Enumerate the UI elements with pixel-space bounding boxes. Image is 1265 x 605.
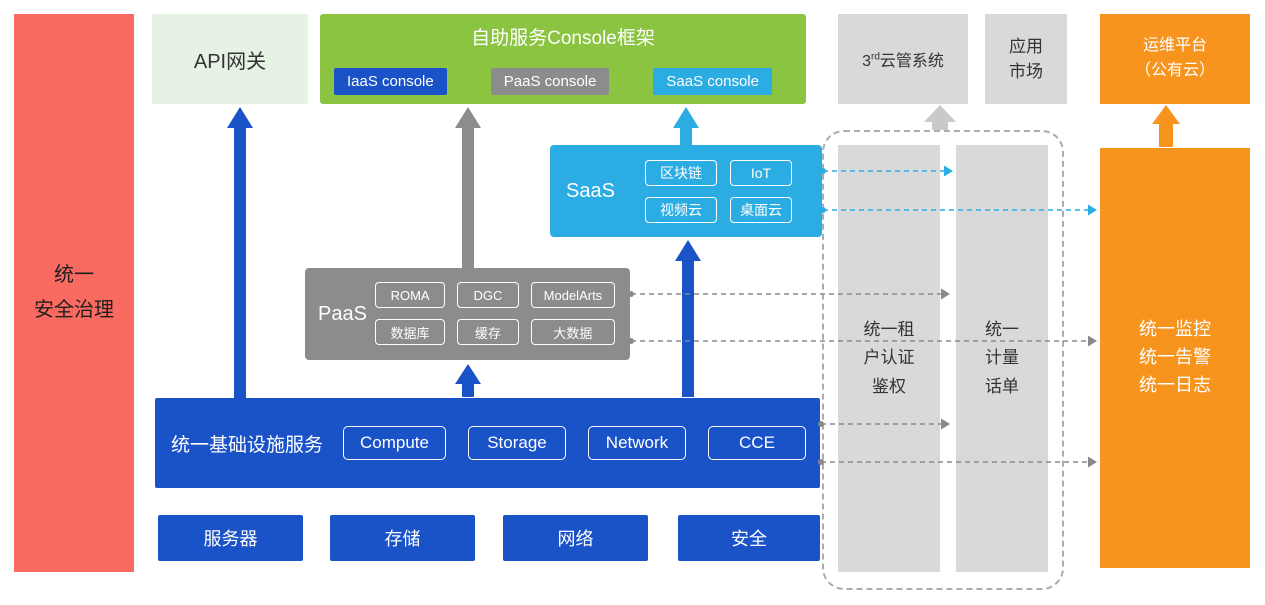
cloud-mgmt-number: 3 xyxy=(862,53,871,70)
saas-services: 区块链 IoT 视频云 桌面云 xyxy=(645,160,792,223)
paas-service-roma: ROMA xyxy=(375,282,446,308)
cloud-mgmt-text: 云管系统 xyxy=(879,53,944,70)
common-services-dashed-frame xyxy=(822,130,1064,590)
saas-service-blockchain: 区块链 xyxy=(645,160,717,186)
iaas-services: Compute Storage Network CCE xyxy=(343,398,806,488)
saas-layer-label: SaaS xyxy=(566,179,615,202)
om-platform-box: 运维平台 （公有云） xyxy=(1100,14,1250,104)
monitoring-bar: 统一监控 统一告警 统一日志 xyxy=(1100,148,1250,568)
paas-service-database: 数据库 xyxy=(375,319,446,345)
saas-service-iot: IoT xyxy=(730,160,792,186)
unified-security-governance-bar: 统一 安全治理 xyxy=(14,14,134,572)
paas-service-bigdata: 大数据 xyxy=(530,319,615,345)
hardware-security-box: 安全 xyxy=(678,515,820,561)
unified-security-governance-label: 统一 安全治理 xyxy=(34,264,114,321)
saas-console-button: SaaS console xyxy=(653,68,772,95)
third-party-cloud-mgmt-box: 3rd云管系统 xyxy=(838,14,968,104)
saas-service-video-cloud: 视频云 xyxy=(645,197,717,223)
metering-column: 统一 计量 话单 xyxy=(956,145,1048,572)
metering-label: 统一 计量 话单 xyxy=(985,320,1019,396)
paas-console-button: PaaS console xyxy=(490,68,610,95)
om-platform-label: 运维平台 （公有云） xyxy=(1134,37,1215,79)
iaas-layer-box: 统一基础设施服务 Compute Storage Network CCE xyxy=(155,398,820,488)
saas-layer-box: SaaS 区块链 IoT 视频云 桌面云 xyxy=(550,145,822,237)
cloud-mgmt-ordinal: rd xyxy=(870,51,880,63)
console-framework-title: 自助服务Console框架 xyxy=(471,28,655,49)
hardware-network-box: 网络 xyxy=(503,515,648,561)
tenant-auth-label: 统一租 户认证 鉴权 xyxy=(863,320,915,396)
arrow-to-cloud-mgmt xyxy=(924,105,956,130)
iaas-layer-label: 统一基础设施服务 xyxy=(171,434,324,456)
tenant-auth-column: 统一租 户认证 鉴权 xyxy=(838,145,940,572)
paas-services: ROMA DGC ModelArts 数据库 缓存 大数据 xyxy=(375,282,615,346)
monitoring-label: 统一监控 统一告警 统一日志 xyxy=(1139,319,1211,395)
arrow-saas-to-console xyxy=(673,107,699,146)
third-party-cloud-mgmt-label: 3rd云管系统 xyxy=(862,47,944,71)
api-gateway-label: API网关 xyxy=(193,50,267,73)
hardware-server-box: 服务器 xyxy=(158,515,303,561)
iaas-service-cce: CCE xyxy=(707,426,806,460)
paas-layer-box: PaaS ROMA DGC ModelArts 数据库 缓存 大数据 xyxy=(305,268,630,360)
api-gateway-box: API网关 xyxy=(152,14,308,104)
arrow-iaas-to-paas xyxy=(455,364,481,397)
console-button-row: IaaS console PaaS console SaaS console xyxy=(334,68,772,95)
paas-layer-label: PaaS xyxy=(318,302,367,325)
arrow-to-om-platform xyxy=(1152,105,1180,147)
console-framework-box: 自助服务Console框架 IaaS console PaaS console … xyxy=(320,14,806,104)
app-market-label: 应用 市场 xyxy=(1009,36,1043,82)
arrow-iaas-to-api-gateway xyxy=(227,107,253,398)
paas-service-dgc: DGC xyxy=(457,282,519,308)
paas-service-cache: 缓存 xyxy=(457,319,519,345)
iaas-service-compute: Compute xyxy=(343,426,446,460)
paas-service-modelarts: ModelArts xyxy=(530,282,615,308)
app-market-box: 应用 市场 xyxy=(985,14,1067,104)
hardware-storage-box: 存储 xyxy=(330,515,475,561)
arrow-paas-to-console xyxy=(455,107,481,268)
saas-service-desktop-cloud: 桌面云 xyxy=(730,197,792,223)
iaas-service-storage: Storage xyxy=(467,426,566,460)
iaas-service-network: Network xyxy=(587,426,686,460)
iaas-console-button: IaaS console xyxy=(334,68,447,95)
arrow-iaas-to-saas xyxy=(675,240,701,397)
